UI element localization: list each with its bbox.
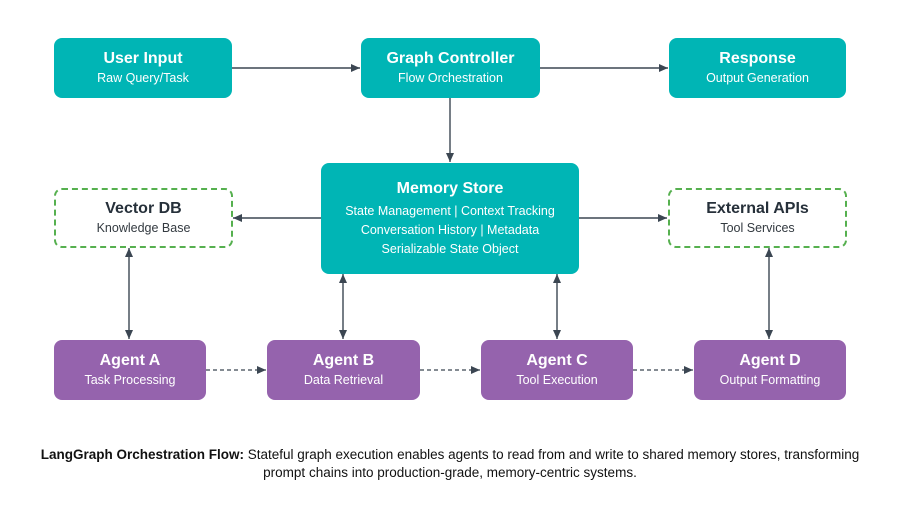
response-subtitle: Output Generation [706, 70, 809, 85]
agent-c-node: Agent C Tool Execution [481, 340, 633, 400]
agent-a-node: Agent A Task Processing [54, 340, 206, 400]
vector-db-title: Vector DB [105, 199, 182, 217]
agent-c-subtitle: Tool Execution [516, 372, 598, 387]
external-apis-node: External APIs Tool Services [668, 188, 847, 248]
external-apis-title: External APIs [706, 199, 809, 217]
agent-a-title: Agent A [99, 351, 161, 369]
memory-store-node: Memory Store State Management | Context … [321, 163, 579, 274]
agent-b-title: Agent B [312, 351, 375, 369]
diagram-caption: LangGraph Orchestration Flow: Stateful g… [40, 446, 860, 482]
agent-b-subtitle: Data Retrieval [303, 372, 384, 387]
agent-d-node: Agent D Output Formatting [694, 340, 846, 400]
agent-a-subtitle: Task Processing [84, 372, 176, 387]
agent-d-title: Agent D [739, 351, 801, 369]
graph-controller-subtitle: Flow Orchestration [398, 70, 503, 85]
memory-store-title: Memory Store [396, 179, 504, 197]
external-apis-subtitle: Tool Services [720, 220, 795, 235]
memory-store-line-3: Serializable State Object [381, 241, 519, 256]
memory-store-line-1: State Management | Context Tracking [345, 203, 555, 218]
user-input-subtitle: Raw Query/Task [97, 70, 189, 85]
caption-text: Stateful graph execution enables agents … [243, 447, 860, 480]
response-title: Response [719, 49, 796, 67]
graph-controller-title: Graph Controller [386, 49, 515, 67]
agent-b-node: Agent B Data Retrieval [267, 340, 420, 400]
vector-db-subtitle: Knowledge Base [96, 220, 191, 235]
user-input-node: User Input Raw Query/Task [54, 38, 232, 98]
agent-d-subtitle: Output Formatting [719, 372, 821, 387]
memory-store-line-2: Conversation History | Metadata [360, 222, 540, 237]
response-node: Response Output Generation [669, 38, 846, 98]
agent-c-title: Agent C [526, 351, 588, 369]
graph-controller-node: Graph Controller Flow Orchestration [361, 38, 540, 98]
caption-heading: LangGraph Orchestration Flow: [40, 447, 244, 462]
vector-db-node: Vector DB Knowledge Base [54, 188, 233, 248]
user-input-title: User Input [103, 49, 183, 67]
